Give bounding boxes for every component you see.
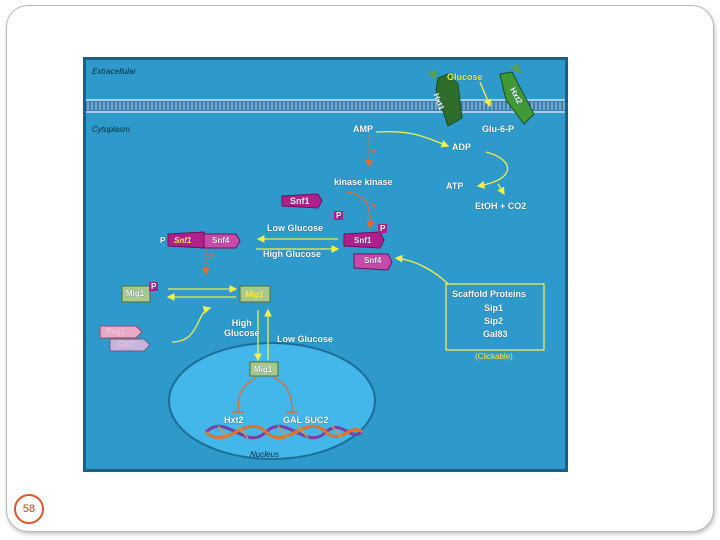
low-glucose-label: Low Glucose bbox=[267, 223, 324, 233]
high-glucose-line2: Glucose bbox=[224, 328, 260, 338]
mig1-nucleus-box bbox=[249, 361, 279, 377]
phospho-top-label: P bbox=[334, 211, 344, 220]
diagram-canvas bbox=[86, 64, 565, 460]
plasma-membrane bbox=[86, 99, 565, 113]
question-mark-amp: ? bbox=[370, 148, 376, 158]
signaling-diagram: Extracellular Cytoplasm Nucleus Glucose … bbox=[83, 57, 568, 472]
high-glucose-label: High Glucose bbox=[263, 249, 322, 259]
mig1-cytoplasm-label: Mig1 bbox=[245, 290, 264, 299]
glc7-shape bbox=[109, 338, 151, 352]
nucleus-label: Nucleus bbox=[250, 450, 279, 459]
mig1-phosphorylated-box bbox=[121, 285, 151, 303]
snf4-right-label: Snf4 bbox=[364, 256, 382, 265]
scaffold-item-gal83[interactable]: Gal83 bbox=[483, 329, 508, 339]
hxt1-transporter bbox=[428, 70, 463, 127]
membrane-lipids bbox=[87, 102, 565, 110]
scaffold-item-sip2[interactable]: Sip2 bbox=[484, 316, 504, 326]
question-mark-kinase: ? bbox=[371, 202, 377, 212]
snf1-top-label: Snf1 bbox=[290, 196, 310, 206]
phospho-right-label: P bbox=[378, 224, 388, 233]
reg1-label: Reg1 bbox=[106, 327, 126, 336]
snf1-kinase-kinase-shape bbox=[281, 193, 323, 209]
reg1-shape bbox=[99, 325, 143, 339]
snf1-right-label: Snf1 bbox=[354, 236, 372, 245]
high-glucose-stacked-label: High Glucose bbox=[224, 318, 260, 338]
cytoplasm-label: Cytoplasm bbox=[92, 125, 130, 134]
snf1-complex-left bbox=[167, 231, 241, 249]
extracellular-label: Extracellular bbox=[92, 67, 137, 76]
mig1-p-label: Mig1 bbox=[126, 289, 145, 298]
snf4-left-label: Snf4 bbox=[212, 236, 230, 245]
glc7-label: Glc7 bbox=[118, 340, 135, 349]
atp-label: ATP bbox=[446, 181, 464, 191]
glu6p-label: Glu-6-P bbox=[482, 124, 515, 134]
etoh-co2-label: EtOH + CO2 bbox=[475, 201, 527, 211]
scaffold-item-sip1[interactable]: Sip1 bbox=[484, 303, 504, 313]
phospho-left-label: P bbox=[160, 236, 166, 245]
mig1-cytoplasm-box bbox=[239, 285, 271, 303]
scaffold-proteins-box[interactable] bbox=[445, 283, 545, 351]
snf1-left-label: Snf1 bbox=[174, 236, 192, 245]
dna-helix bbox=[204, 424, 364, 440]
scaffold-clickable-note: (Clickable) bbox=[475, 352, 513, 361]
question-mark-mig1: ? bbox=[208, 252, 214, 262]
nucleus bbox=[168, 342, 376, 460]
phospho-mig1-label: P bbox=[149, 282, 159, 291]
adp-label: ADP bbox=[452, 142, 472, 152]
glucose-label: Glucose bbox=[447, 72, 483, 82]
mig1-nucleus-label: Mig1 bbox=[254, 365, 273, 374]
kinase-kinase-label: kinase kinase bbox=[334, 177, 393, 187]
gal-suc2-gene-label: GAL SUC2 bbox=[283, 415, 329, 425]
high-glucose-line1: High bbox=[231, 318, 252, 328]
amp-label: AMP bbox=[353, 124, 373, 134]
snf1-complex-right bbox=[343, 231, 393, 271]
hxt2-transporter bbox=[499, 64, 535, 125]
low-glucose-nuclear-label: Low Glucose bbox=[277, 334, 334, 344]
scaffold-title[interactable]: Scaffold Proteins bbox=[452, 289, 527, 299]
page-number: 58 bbox=[14, 494, 44, 524]
hxt2-gene-label: Hxt2 bbox=[224, 415, 244, 425]
